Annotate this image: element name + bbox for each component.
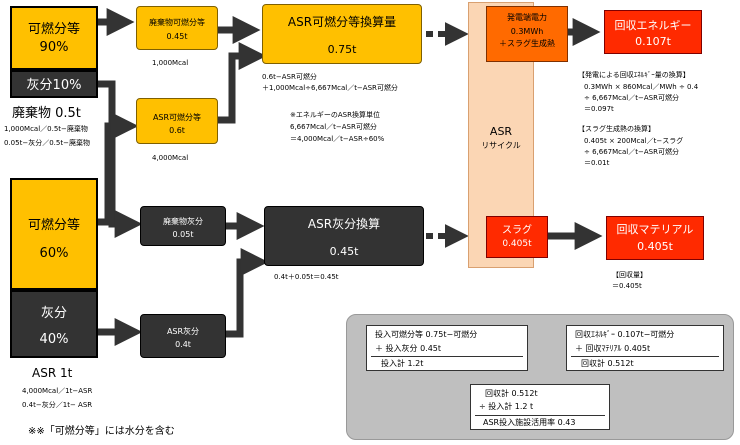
slag-calc-line3: ＝0.01t: [584, 159, 610, 167]
power-calc-line1: 0.3MWh × 860Mcal／MWh ÷ 0.4: [584, 83, 699, 91]
asr-combustible-pct: 60%: [39, 246, 69, 261]
asr-ash-conversion: ASR灰分換算 0.45t: [264, 206, 424, 266]
waste-combustible-node: 廃棄物可燃分等 0.45t: [136, 6, 218, 50]
waste-combustible-block: 可燃分等 90%: [10, 6, 98, 70]
waste-combustible-pct: 90%: [39, 40, 69, 55]
slag-calc-line2: ÷ 6,667Mcal／t−ASR可燃分: [584, 148, 679, 156]
asr-ash-node-value: 0.4t: [175, 340, 191, 349]
power-calc-title: 【発電による回収ｴﾈﾙｷﾞｰ量の換算】: [578, 71, 690, 79]
waste-ash-node: 廃棄物灰分 0.05t: [140, 206, 226, 246]
input-calc-box: 投入可燃分等 0.75t−可燃分 ＋ 投入灰分 0.45t 投入計 1.2t: [366, 325, 528, 371]
asr-note-ash: 0.4t−灰分／1t− ASR: [22, 401, 93, 409]
unit-note-3: ＝4,000Mcal／t−ASR÷60%: [290, 135, 385, 143]
result-recovered-line: 回収計 0.512t: [485, 389, 538, 398]
waste-ash-node-label: 廃棄物灰分: [163, 217, 203, 226]
asr-ash-node-label: ASR灰分: [166, 327, 200, 336]
asr-combustible-conversion-value: 0.75t: [327, 43, 357, 56]
waste-combustible-node-value: 0.45t: [166, 32, 188, 41]
input-total-line: 投入計 1.2t: [381, 359, 424, 368]
waste-title: 廃棄物 0.5t: [12, 106, 81, 121]
input-combustible-line: 投入可燃分等 0.75t−可燃分: [375, 330, 478, 339]
waste-ash-block: 灰分10%: [10, 70, 98, 98]
energy-recovery-label: 回収エネルギー: [614, 19, 692, 32]
asr-combustible-block: 可燃分等 60%: [10, 178, 98, 290]
energy-recovery-value: 0.107t: [635, 35, 671, 48]
material-recovery-label: 回収マテリアル: [616, 223, 694, 236]
material-recovery-value: 0.405t: [637, 240, 673, 253]
waste-note-ash: 0.05t−灰分／0.5t−廃棄物: [4, 139, 90, 147]
asr-ash-label: 灰分: [40, 306, 67, 321]
recycle-label-asr: ASR: [489, 125, 513, 138]
input-ash-line: ＋ 投入灰分 0.45t: [375, 344, 442, 353]
asr-ash-conversion-note: 0.4t＋0.05t＝0.45t: [274, 273, 339, 281]
waste-combustible-node-label: 廃棄物可燃分等: [149, 18, 205, 27]
asr-combustible-conversion-note1: 0.6t−ASR可燃分: [262, 73, 317, 81]
input-calc-divider: [371, 356, 523, 357]
output-total-line: 回収計 0.512t: [581, 359, 634, 368]
power-node-label: 発電端電力: [507, 13, 547, 22]
slag-node: スラグ 0.405t: [486, 216, 548, 258]
recycle-label-recycle: リサイクル: [481, 141, 521, 150]
power-node: 発電端電力 0.3MWh ＋スラグ生成熱: [486, 6, 568, 62]
asr-combustible-node-note: 4,000Mcal: [152, 154, 189, 162]
waste-combustible-node-note: 1,000Mcal: [152, 59, 189, 67]
slag-node-label: スラグ: [502, 225, 532, 236]
asr-combustible-node-value: 0.6t: [169, 126, 185, 135]
result-calc-box: 回収計 0.512t ÷ 投入計 1.2 t ASR投入施設活用率 0.43: [470, 384, 610, 430]
unit-note-2: 6,667Mcal／t−ASR可燃分: [290, 123, 377, 131]
asr-combustible-label: 可燃分等: [27, 218, 80, 233]
asr-combustible-conversion: ASR可燃分等換算量 0.75t: [262, 4, 422, 64]
output-material-line: ＋ 回収ﾏﾃﾘｱﾙ 0.405t: [575, 344, 651, 353]
output-energy-line: 回収ｴﾈﾙｷﾞｰ 0.107t−可燃分: [575, 330, 675, 339]
asr-title: ASR 1t: [32, 366, 73, 380]
waste-ash-node-value: 0.05t: [172, 230, 194, 239]
asr-ash-pct: 40%: [39, 332, 69, 347]
asr-ash-block: 灰分 40%: [10, 290, 98, 358]
slag-calc-title: 【スラグ生成熱の換算】: [578, 125, 655, 133]
material-recovery-node: 回収マテリアル 0.405t: [606, 216, 704, 260]
result-input-line: ÷ 投入計 1.2 t: [479, 402, 534, 411]
power-calc-line3: ＝0.097t: [584, 105, 614, 113]
asr-ash-conversion-value: 0.45t: [329, 245, 359, 258]
asr-combustible-node: ASR可燃分等 0.6t: [136, 98, 218, 144]
slag-node-value: 0.405t: [502, 239, 532, 249]
power-node-slag-heat: ＋スラグ生成熱: [499, 39, 555, 48]
waste-ash-label: 灰分10%: [26, 78, 82, 93]
power-node-value: 0.3MWh: [510, 27, 544, 36]
recovered-title: 【回収量】: [612, 271, 647, 279]
slag-calc-line1: 0.405t × 200Mcal／t−スラグ: [584, 137, 684, 145]
asr-combustible-conversion-label: ASR可燃分等換算量: [287, 15, 397, 29]
output-calc-divider: [571, 356, 719, 357]
recovered-value: ＝0.405t: [612, 282, 642, 290]
asr-combustible-conversion-note2: ＋1,000Mcal÷6,667Mcal／t−ASR可燃分: [262, 84, 398, 92]
energy-recovery-node: 回収エネルギー 0.107t: [604, 10, 702, 54]
result-utilization-line: ASR投入施設活用率 0.43: [483, 418, 576, 427]
footnote: ※※「可燃分等」には水分を含む: [28, 426, 175, 437]
power-calc-line2: ÷ 6,667Mcal／t−ASR可燃分: [584, 94, 679, 102]
asr-combustible-node-label: ASR可燃分等: [152, 113, 202, 122]
asr-ash-conversion-label: ASR灰分換算: [307, 217, 381, 231]
result-calc-divider: [475, 415, 605, 416]
waste-combustible-label: 可燃分等: [27, 22, 80, 37]
asr-note-energy: 4,000Mcal／1t−ASR: [22, 387, 93, 395]
waste-note-energy: 1,000Mcal／0.5t−廃棄物: [4, 125, 88, 133]
output-calc-box: 回収ｴﾈﾙｷﾞｰ 0.107t−可燃分 ＋ 回収ﾏﾃﾘｱﾙ 0.405t 回収計…: [566, 325, 724, 371]
unit-note-1: ※エネルギーのASR換算単位: [290, 111, 380, 119]
asr-ash-node: ASR灰分 0.4t: [140, 314, 226, 358]
